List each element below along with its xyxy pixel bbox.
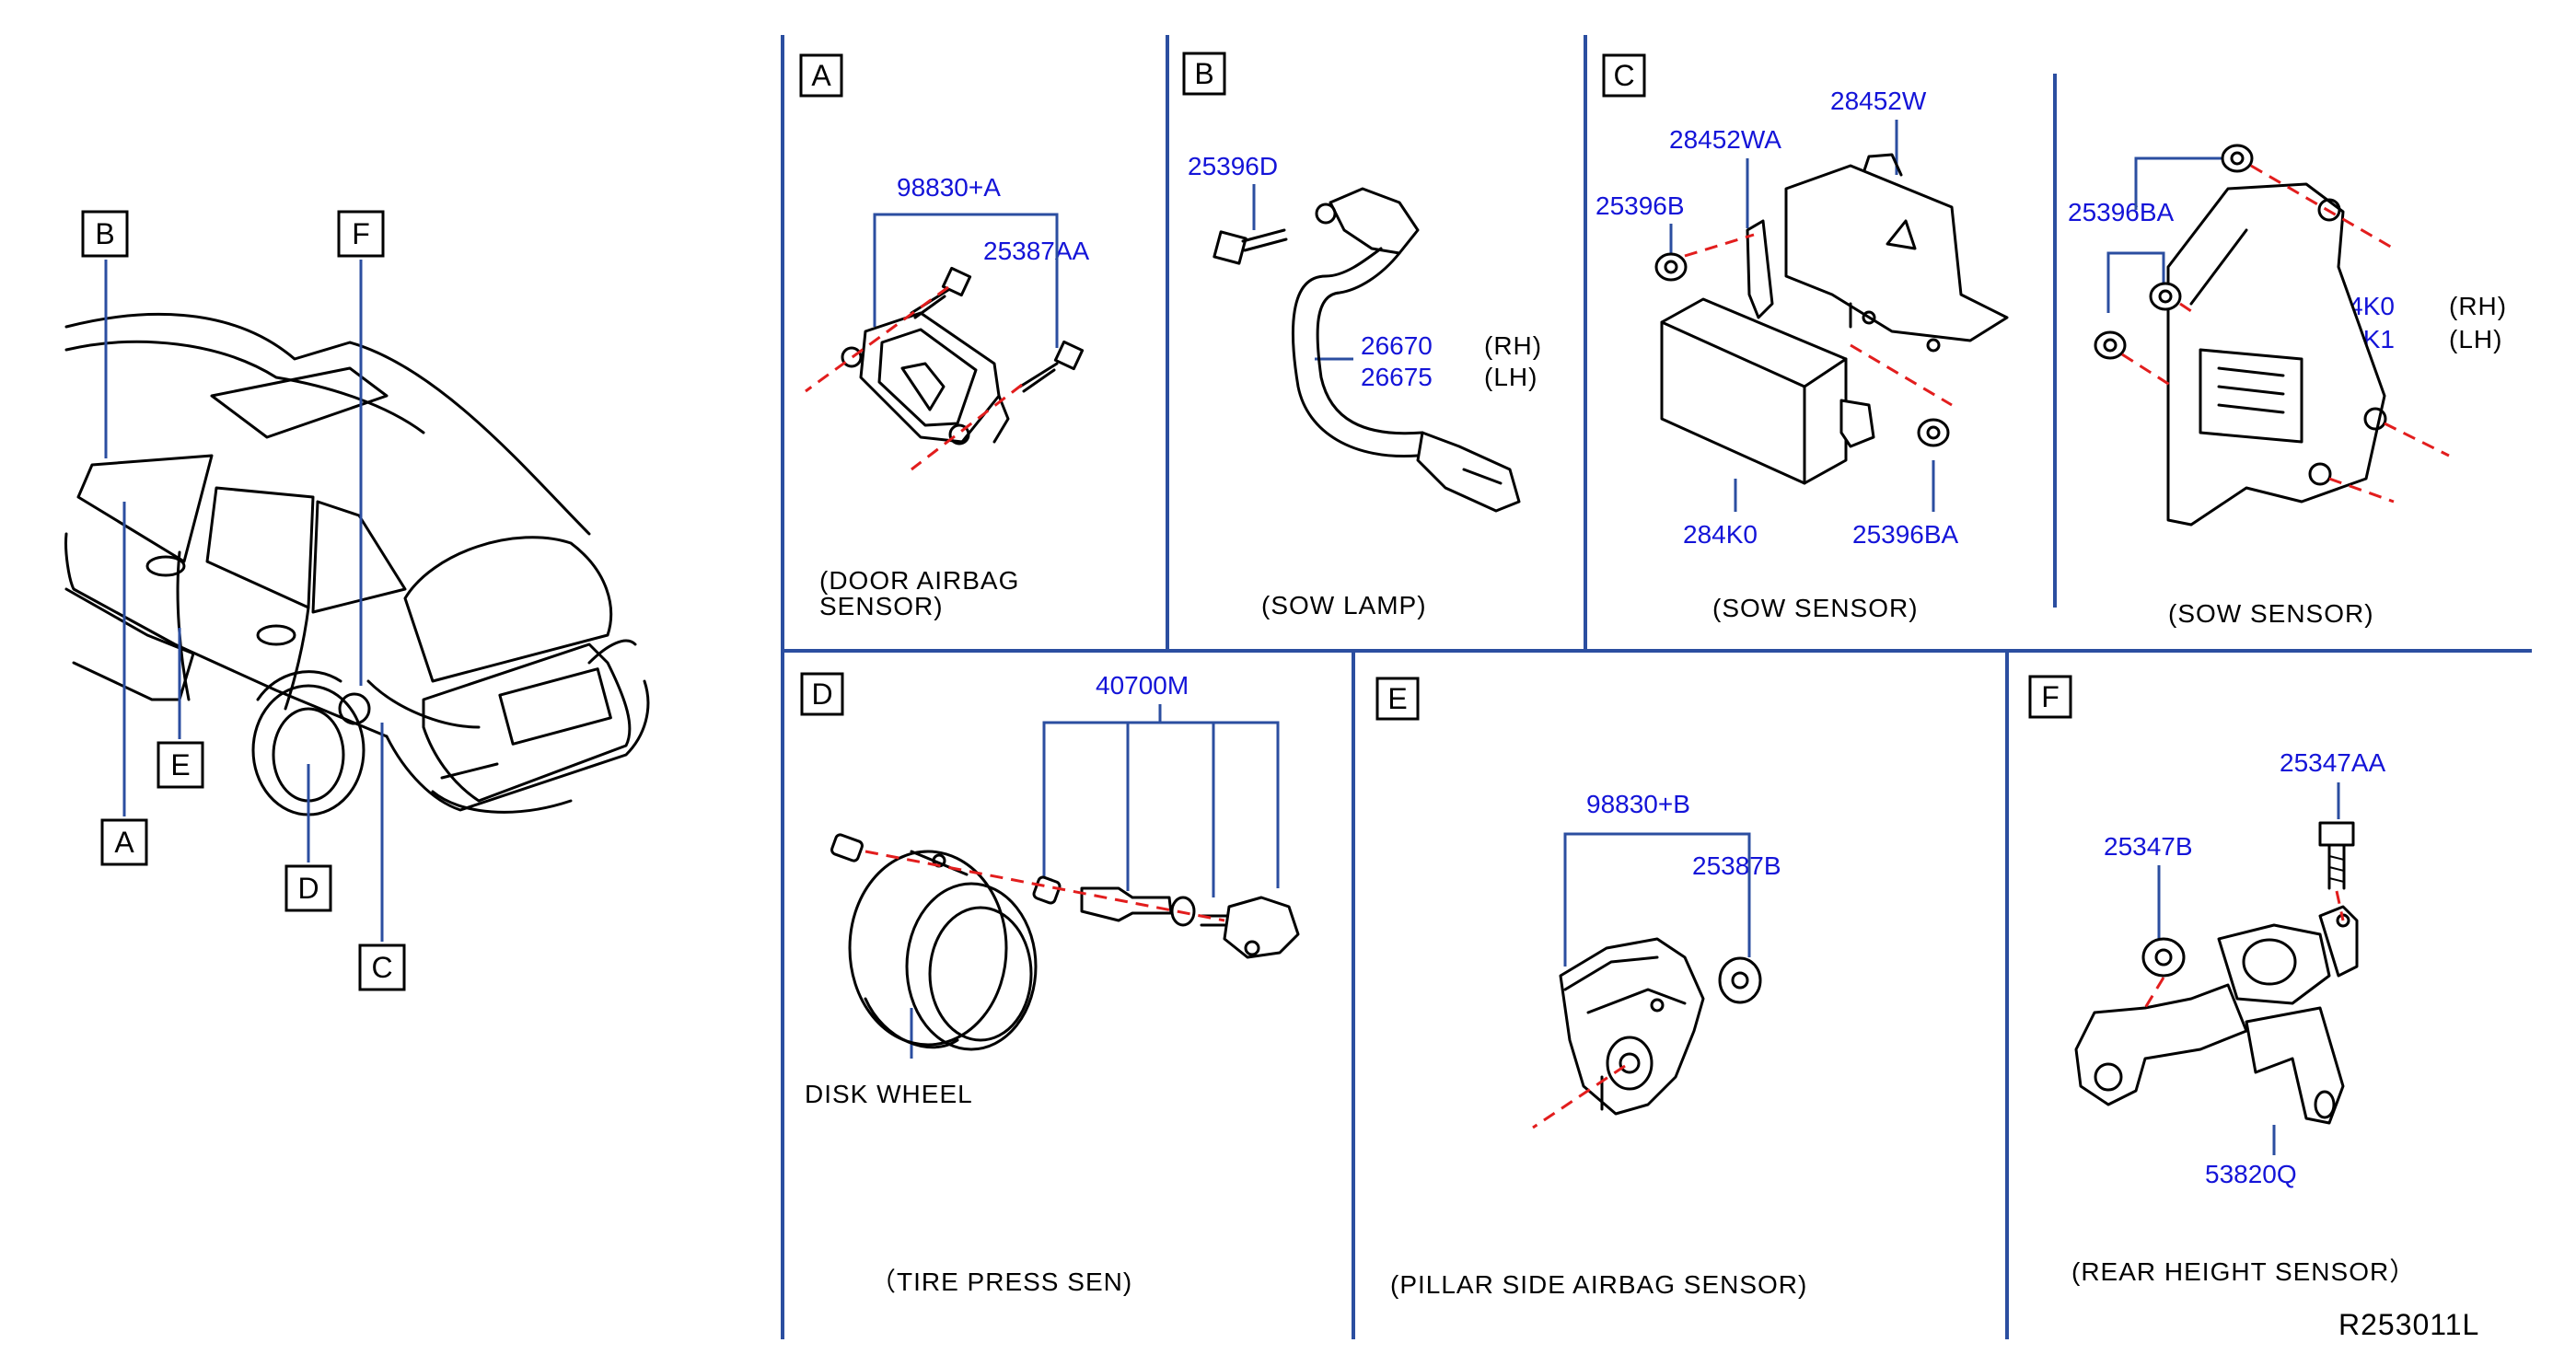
valve-cap — [830, 833, 864, 862]
panel-a-axes — [805, 285, 1023, 471]
panel-e-caption: (PILLAR SIDE AIRBAG SENSOR) — [1390, 1270, 1807, 1299]
panel-f: F 25347AA 25347B 53820Q — [2028, 675, 2416, 1286]
part-25396b[interactable]: 25396B — [1595, 191, 1685, 220]
panel-b: B 25396D 26670 26675 (RH) (LH) (SOW LAMP… — [1182, 52, 1542, 619]
side-lh: (LH) — [1484, 363, 1537, 391]
panel-c2-axes — [2121, 164, 2450, 504]
vehicle-callout-b[interactable]: B — [81, 210, 129, 258]
height-sensor-drawing — [2074, 905, 2359, 1125]
panel-d-axis — [864, 850, 1225, 922]
part-25396ba-2[interactable]: 25396BA — [2068, 198, 2175, 226]
panel-f-axes — [2143, 890, 2345, 1009]
bolt-25387aa — [1018, 340, 1085, 393]
panel-d-leaders — [910, 704, 1280, 1059]
sow-lamp-drawing — [1291, 187, 1521, 513]
panel-d-caption: （TIRE PRESS SEN) — [870, 1268, 1132, 1296]
door-airbag-sensor-drawing — [841, 311, 1010, 446]
tpms-valve-parts — [1032, 875, 1300, 959]
nut-25396ba — [1917, 418, 1950, 447]
bolt-25396d — [1213, 228, 1288, 265]
side-rh: (RH) — [1484, 331, 1542, 360]
bolt-25347aa — [2318, 821, 2355, 890]
nut-upper — [2221, 144, 2254, 173]
panel-e-leaders — [1563, 832, 1751, 967]
side-rh-2: (RH) — [2449, 292, 2507, 320]
disk-wheel-drawing — [848, 850, 1038, 1051]
part-53820q[interactable]: 53820Q — [2205, 1160, 2297, 1188]
vehicle-callout-leaders — [104, 260, 384, 942]
vehicle-callout-a[interactable]: A — [100, 818, 148, 866]
svg-text:E: E — [1387, 682, 1407, 715]
svg-text:A: A — [811, 59, 831, 92]
panel-f-leaders — [2157, 782, 2340, 1155]
side-lh-2: (LH) — [2449, 325, 2502, 353]
pillar-airbag-sensor-drawing — [1559, 937, 1705, 1116]
panel-a-letter[interactable]: A — [799, 53, 843, 98]
svg-text:D: D — [811, 677, 832, 711]
part-25396d[interactable]: 25396D — [1188, 152, 1278, 180]
part-40700m[interactable]: 40700M — [1096, 671, 1189, 700]
svg-text:F: F — [2041, 680, 2060, 713]
svg-text:C: C — [1613, 59, 1634, 92]
nut-25396b — [1654, 252, 1688, 282]
panel-e-axis — [1532, 1064, 1626, 1129]
svg-text:D: D — [297, 872, 319, 905]
panel-d: D 40700M — [800, 671, 1300, 1296]
part-28452wa[interactable]: 28452WA — [1669, 125, 1781, 154]
part-26670[interactable]: 26670 — [1361, 331, 1433, 360]
vehicle-overview: B F E A D C — [64, 210, 650, 991]
nut-mid — [2149, 282, 2182, 311]
part-98830-a[interactable]: 98830+A — [897, 173, 1001, 202]
panel-f-caption: (REAR HEIGHT SENSOR） — [2071, 1257, 2416, 1286]
diagram-code: R253011L — [2338, 1308, 2479, 1341]
svg-text:F: F — [352, 217, 370, 250]
nut-25347b — [2141, 937, 2186, 978]
part-98830-b[interactable]: 98830+B — [1586, 790, 1690, 818]
svg-text:E: E — [170, 748, 190, 781]
vehicle-body — [64, 312, 650, 816]
vehicle-callout-c[interactable]: C — [358, 943, 406, 991]
module-284k0 — [1660, 297, 1875, 485]
svg-text:A: A — [114, 826, 134, 859]
svg-text:B: B — [95, 217, 114, 250]
part-25387b[interactable]: 25387B — [1692, 851, 1781, 880]
panel-c-axes — [1684, 233, 1953, 407]
disk-wheel-label: DISK WHEEL — [805, 1080, 973, 1108]
sensor-bracket-drawing — [2166, 182, 2387, 527]
nut-lower — [2094, 330, 2127, 360]
panel-e-letter[interactable]: E — [1375, 677, 1420, 721]
vehicle-callout-e[interactable]: E — [157, 741, 204, 789]
panel-dividers — [781, 35, 2532, 1339]
panel-e: E 98830+B 25387B (PILLAR SIDE AIRBAG SEN… — [1375, 677, 1807, 1299]
vehicle-callout-f[interactable]: F — [337, 210, 385, 258]
panel-a-leaders — [873, 213, 1059, 348]
panel-a-caption-line1: (DOOR AIRBAG — [819, 566, 1019, 595]
svg-text:C: C — [371, 951, 392, 984]
panel-f-letter[interactable]: F — [2028, 675, 2072, 719]
part-284k0[interactable]: 284K0 — [1683, 520, 1758, 549]
panel-b-caption: (SOW LAMP) — [1261, 591, 1427, 619]
svg-text:B: B — [1194, 57, 1213, 90]
panel-c-letter[interactable]: C — [1602, 53, 1646, 98]
panel-a-caption-line2: SENSOR) — [819, 592, 944, 620]
panel-b-leaders — [1252, 184, 1353, 361]
panel-c-caption: (SOW SENSOR) — [1712, 594, 1919, 622]
part-26675[interactable]: 26675 — [1361, 363, 1433, 391]
panel-d-letter[interactable]: D — [800, 672, 844, 716]
bracket-28452w — [1784, 153, 2009, 353]
nut-25387b — [1718, 956, 1762, 1004]
vehicle-callout-d[interactable]: D — [284, 864, 332, 912]
part-25347aa[interactable]: 25347AA — [2280, 748, 2386, 777]
part-25347b[interactable]: 25347B — [2104, 832, 2193, 861]
panel-c: C 28452W 28452WA 25396B 284K0 25396BA — [1595, 53, 2009, 622]
part-25396ba[interactable]: 25396BA — [1852, 520, 1959, 549]
part-28452w[interactable]: 28452W — [1830, 87, 1927, 115]
panel-a: A 98830+A 25387AA (DO — [799, 53, 1090, 620]
part-25387aa[interactable]: 25387AA — [983, 237, 1090, 265]
panel-c2-caption: (SOW SENSOR) — [2168, 599, 2374, 628]
panel-b-letter[interactable]: B — [1182, 52, 1226, 96]
bracket-28452wa — [1746, 219, 1774, 319]
panel-c2: 25396BA 284K0 284K1 (RH) (LH) — [2068, 144, 2507, 628]
